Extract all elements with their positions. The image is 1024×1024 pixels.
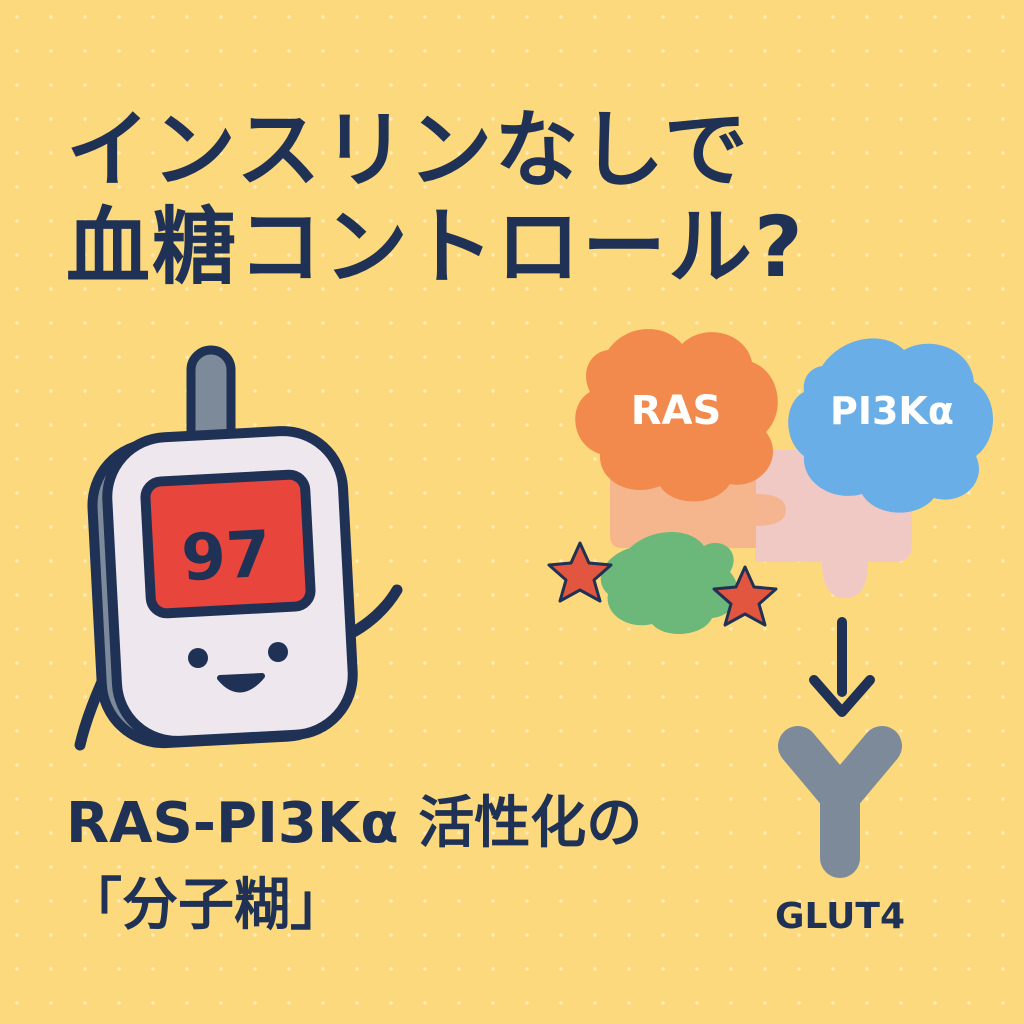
star-icon (547, 541, 613, 603)
star-icon (712, 565, 778, 627)
meter-screen (140, 469, 316, 619)
down-arrow-icon (809, 617, 875, 717)
molecular-glue-blob (600, 531, 738, 635)
meter-smile (217, 673, 265, 693)
meter-eye-right (268, 642, 288, 662)
title-line-1: インスリンなしで (66, 101, 750, 199)
ras-puzzle-piece (610, 470, 786, 548)
glucose-meter-mascot: 97 (74, 345, 403, 751)
subtitle-line-2: 「分子糊」 (66, 873, 346, 938)
glut4-receptor-icon (778, 726, 902, 878)
ras-blob (575, 328, 778, 502)
ras-label: RAS (631, 388, 722, 434)
meter-eye-left (188, 648, 208, 668)
glut4-label: GLUT4 (775, 896, 905, 937)
protein-complex: RAS PI3Kα (547, 328, 993, 635)
pi3k-label: PI3Kα (830, 389, 954, 433)
title-line-2: 血糖コントロール? (66, 198, 805, 296)
pi3k-blob (788, 338, 993, 513)
meter-reading: 97 (180, 518, 273, 597)
subtitle-line-1: RAS-PI3Kα 活性化の (66, 791, 643, 856)
